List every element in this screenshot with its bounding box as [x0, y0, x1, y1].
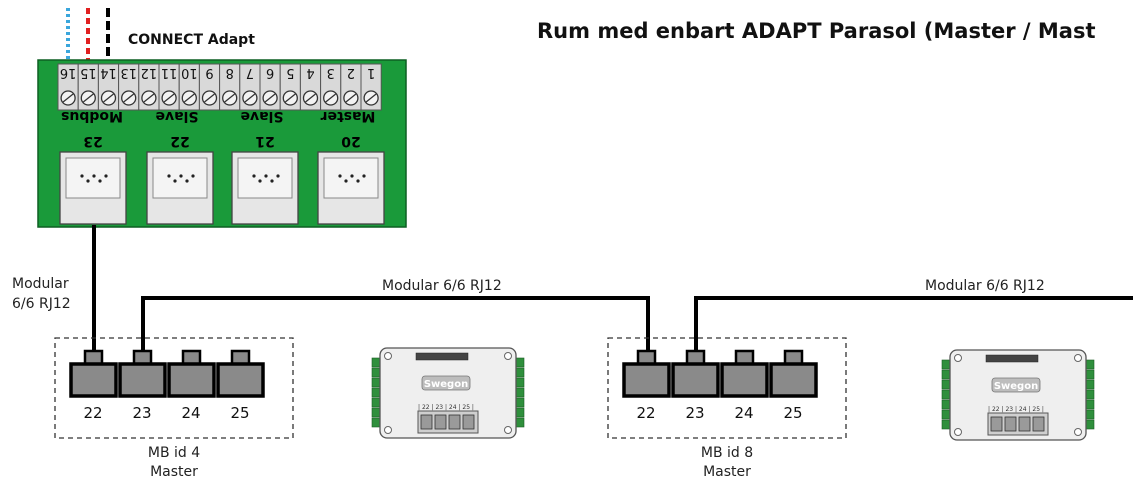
- unit-port-numbers: | 22 | 23 | 24 | 25 |: [988, 406, 1044, 413]
- swegon-unit-1: Swegon | 22 | 23 | 24 | 25 |: [371, 347, 525, 439]
- terminal-number: 12: [141, 65, 158, 80]
- group-label: Modbus: [61, 108, 123, 124]
- group-label: Slave: [241, 108, 284, 124]
- unit-rj-port: [1032, 416, 1045, 432]
- board-port-number: 21: [255, 133, 274, 149]
- terminal-number: 1: [367, 65, 375, 80]
- device-port-number: 22: [636, 404, 655, 422]
- unit-rj-port: [448, 414, 461, 430]
- diagram-title: Rum med enbart ADAPT Parasol (Master / M…: [537, 19, 1096, 43]
- device-port-number: 23: [685, 404, 704, 422]
- device-port-number: 23: [132, 404, 151, 422]
- device-port: [118, 362, 167, 398]
- device-role: Master: [703, 464, 751, 480]
- unit-rj-port: [1004, 416, 1017, 432]
- cable-right: [694, 296, 1133, 360]
- unit-rj-port: [1018, 416, 1031, 432]
- cable-label-vertical-1: Modular: [12, 276, 69, 292]
- terminal-number: 9: [205, 65, 213, 80]
- terminal-number: 16: [60, 65, 77, 80]
- connect-label: CONNECT Adapt: [128, 32, 255, 48]
- device-mb-id: MB id 4: [148, 445, 200, 461]
- unit-body: [949, 349, 1087, 441]
- device-port: [720, 362, 769, 398]
- device-port-number: 25: [230, 404, 249, 422]
- device-port: [167, 362, 216, 398]
- device-port-number: 25: [783, 404, 802, 422]
- terminal-number: 6: [266, 65, 274, 80]
- terminal-number: 5: [286, 65, 294, 80]
- device-port: [769, 362, 818, 398]
- device-box: [607, 337, 847, 439]
- cable-mid: [141, 296, 650, 360]
- device-port: [69, 362, 118, 398]
- cable-label-vertical-2: 6/6 RJ12: [12, 296, 71, 312]
- terminal-number: 15: [80, 65, 97, 80]
- unit-rj-port: [990, 416, 1003, 432]
- device-port: [671, 362, 720, 398]
- device-port-number: 24: [181, 404, 200, 422]
- device-port: [216, 362, 265, 398]
- unit-rj-port: [434, 414, 447, 430]
- device-mb4: 22 23 24 25 MB id 4 Master: [54, 337, 294, 480]
- board-port-number: 22: [170, 133, 189, 149]
- board-port-number: 20: [341, 133, 361, 149]
- board-ports: 23 22 21 20: [59, 133, 385, 225]
- device-box: [54, 337, 294, 439]
- terminal-number: 2: [347, 65, 355, 80]
- unit-rj-port: [462, 414, 475, 430]
- device-role: Master: [150, 464, 198, 480]
- device-port-number: 24: [734, 404, 753, 422]
- cable-label-right: Modular 6/6 RJ12: [925, 278, 1045, 294]
- device-mb-id: MB id 8: [701, 445, 753, 461]
- terminal-number: 10: [181, 65, 198, 80]
- unit-brand: Swegon: [994, 381, 1038, 392]
- group-label: Master: [321, 108, 376, 124]
- terminal-number: 8: [226, 65, 234, 80]
- terminal-number: 13: [120, 65, 137, 80]
- terminal-number: 11: [161, 65, 178, 80]
- board-port-number: 23: [83, 133, 102, 149]
- terminal-number: 14: [100, 65, 117, 80]
- group-label: Slave: [156, 108, 199, 124]
- terminal-number: 7: [246, 65, 254, 80]
- unit-port-numbers: | 22 | 23 | 24 | 25 |: [418, 404, 474, 411]
- unit-rj-port: [420, 414, 433, 430]
- terminal-number: 3: [327, 65, 335, 80]
- cable-label-mid: Modular 6/6 RJ12: [382, 278, 502, 294]
- unit-brand: Swegon: [424, 379, 468, 390]
- swegon-unit-2: Swegon | 22 | 23 | 24 | 25 |: [941, 349, 1095, 441]
- device-port: [622, 362, 671, 398]
- device-mb8: 22 23 24 25 MB id 8 Master: [607, 337, 847, 480]
- terminal-number: 4: [306, 65, 314, 80]
- device-port-number: 22: [83, 404, 102, 422]
- unit-body: [379, 347, 517, 439]
- group-labels: Modbus Slave Slave Master: [61, 108, 375, 124]
